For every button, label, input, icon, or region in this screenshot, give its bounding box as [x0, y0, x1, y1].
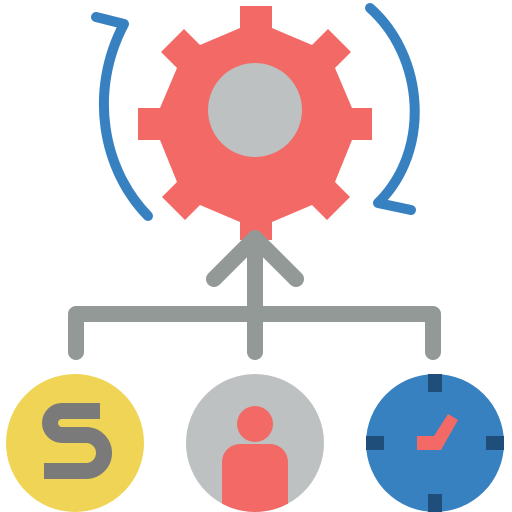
gear-hub: [208, 63, 302, 157]
horizontal-connector: [68, 306, 441, 360]
gear-icon: [138, 6, 372, 240]
person-icon: [186, 374, 324, 512]
person-bg: [186, 374, 324, 512]
connector-lines: [68, 230, 441, 360]
clock-hands: [417, 414, 458, 450]
right-arc-arrow: [365, 3, 420, 215]
person-head: [237, 406, 273, 442]
dollar-coin-icon: [6, 374, 144, 512]
left-arc-arrow: [91, 12, 153, 221]
person-body: [222, 444, 288, 512]
refresh-arrows-icon: [91, 3, 420, 221]
clock-ticks: [366, 374, 504, 512]
clock-icon: [366, 374, 504, 512]
dollar-symbol: [42, 403, 112, 479]
